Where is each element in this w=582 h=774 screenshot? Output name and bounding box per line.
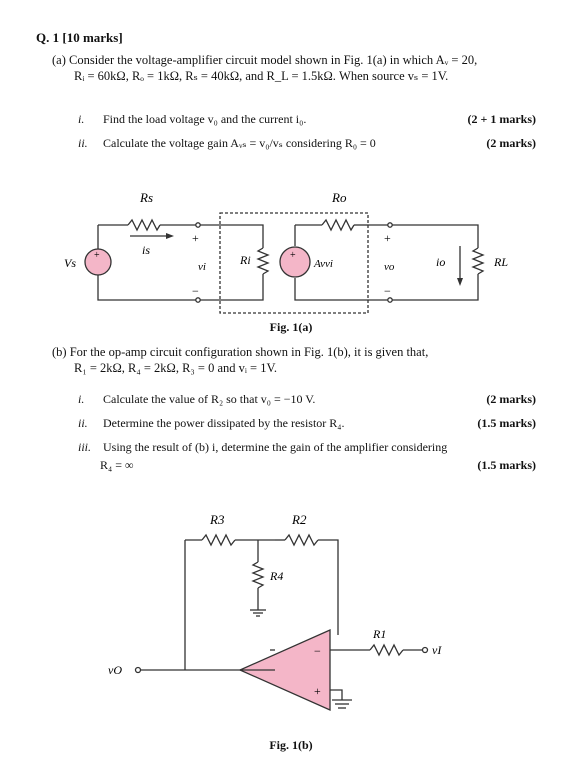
question-title: Q. 1 [10 marks] — [36, 30, 123, 45]
part-b-line2: R₁ = 2kΩ, R₄ = 2kΩ, R₃ = 0 and vᵢ = 1V. — [74, 361, 277, 375]
item-number: i. — [78, 112, 85, 126]
rl-resistor — [471, 247, 485, 275]
part-b-item-1: i. Calculate the value of R₂ so that v₀ … — [78, 392, 536, 407]
part-b-item-1-marks: (2 marks) — [486, 392, 536, 406]
item-text: Determine the power dissipated by the re… — [103, 416, 345, 430]
label-is: is — [142, 243, 150, 257]
source-vs-icon — [84, 248, 112, 276]
label-ro: Ro — [331, 190, 347, 205]
label-minus-vi: − — [192, 284, 199, 298]
label-ri: Ri — [239, 253, 251, 267]
part-b-item-3-cont: R₄ = ∞ — [100, 458, 134, 472]
part-b-item-2-marks: (1.5 marks) — [477, 416, 536, 430]
circuit-figure-1a: Rs Ro Vs is + vi − Ri Avvi + vo − io RL … — [64, 190, 508, 314]
item-text: Calculate the value of R₂ so that v₀ = −… — [103, 392, 316, 406]
part-b-statement: (b) For the op-amp circuit configuration… — [52, 344, 552, 376]
item-text: Find the load voltage v₀ and the current… — [103, 112, 307, 126]
item-number: iii. — [78, 440, 92, 454]
part-a-line1: (a) Consider the voltage-amplifier circu… — [52, 53, 478, 67]
label-r2: R2 — [291, 512, 307, 527]
item-text: Calculate the voltage gain Aᵥₛ = v₀/vₛ c… — [103, 136, 376, 150]
part-b-item-3: iii. Using the result of (b) i, determin… — [78, 440, 536, 455]
part-a-item-1-marks: (2 + 1 marks) — [467, 112, 537, 126]
label-vo: vo — [384, 261, 395, 273]
label-plus-vo: + — [384, 231, 391, 245]
figure-1b-caption: Fig. 1(b) — [269, 738, 313, 752]
label-avvi: Avvi — [313, 258, 333, 270]
opamp-icon — [238, 628, 331, 712]
part-a-item-2-marks: (2 marks) — [486, 136, 536, 150]
item-number: ii. — [78, 416, 88, 430]
dep-source-plus-sign: + — [290, 250, 296, 261]
part-a-item-2: ii. Calculate the voltage gain Aᵥₛ = v₀/… — [78, 136, 536, 151]
r3-resistor — [201, 533, 236, 547]
label-vi: vI — [432, 643, 442, 657]
amplifier-box — [219, 212, 369, 314]
label-r4: R4 — [269, 569, 283, 583]
part-b-item-3-marks: (1.5 marks) — [477, 458, 536, 472]
label-rs: Rs — [139, 190, 153, 205]
part-b-item-2: ii. Determine the power dissipated by th… — [78, 416, 536, 431]
source-plus-sign: + — [94, 250, 100, 261]
part-b-line1: (b) For the op-amp circuit configuration… — [52, 345, 429, 359]
part-a-line2: Rᵢ = 60kΩ, Rₒ = 1kΩ, Rₛ = 40kΩ, and R_L … — [74, 69, 449, 83]
part-a-item-1: i. Find the load voltage v₀ and the curr… — [78, 112, 536, 127]
dependent-source-icon — [279, 246, 311, 278]
ro-resistor — [321, 218, 355, 232]
figure-1a-caption: Fig. 1(a) — [269, 320, 313, 334]
label-plus-vi: + — [192, 231, 199, 245]
item-text: Using the result of (b) i, determine the… — [103, 440, 448, 454]
part-a-statement: (a) Consider the voltage-amplifier circu… — [52, 52, 552, 84]
label-opamp-minus: − — [314, 644, 321, 658]
r2-resistor — [284, 533, 319, 547]
label-vo: vO — [108, 663, 122, 677]
label-vs: Vs — [64, 256, 76, 270]
item-number: ii. — [78, 136, 88, 150]
r1-resistor — [369, 643, 404, 657]
label-io: io — [436, 255, 445, 269]
r4-resistor — [251, 561, 265, 589]
ri-resistor — [256, 247, 270, 275]
label-opamp-plus: + — [314, 684, 321, 698]
label-r3: R3 — [209, 512, 225, 527]
label-minus-vo: − — [384, 284, 391, 298]
item-number: i. — [78, 392, 85, 406]
label-r1: R1 — [372, 627, 386, 641]
label-vi: vi — [198, 261, 206, 273]
rs-resistor — [127, 218, 161, 232]
circuit-figure-1b: R3 R2 R4 R1 vO vI − + — [108, 512, 442, 712]
label-rl: RL — [493, 255, 508, 269]
